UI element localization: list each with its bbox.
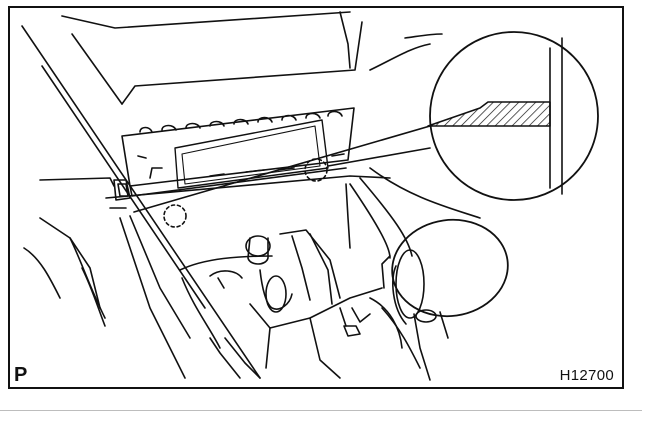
dashboard-left-edge xyxy=(21,25,261,379)
climate-control-panel xyxy=(121,107,355,197)
shift-knob xyxy=(381,218,509,381)
corner-label: P xyxy=(14,364,28,386)
dash-right-curves xyxy=(349,33,481,259)
upper-dash-panel xyxy=(61,11,363,105)
callout-leader-lower xyxy=(133,125,431,213)
callout-leader-upper xyxy=(327,147,431,167)
center-console-body xyxy=(179,229,421,379)
bottom-divider xyxy=(0,410,642,411)
figure-frame: P H12700 xyxy=(8,6,624,389)
lower-left-trim xyxy=(23,217,261,379)
console-trim xyxy=(39,175,391,379)
detail-callout xyxy=(427,31,599,201)
figure-code: H12700 xyxy=(559,367,614,384)
clip-marker-lower xyxy=(163,204,187,228)
console-illustration xyxy=(21,11,599,381)
